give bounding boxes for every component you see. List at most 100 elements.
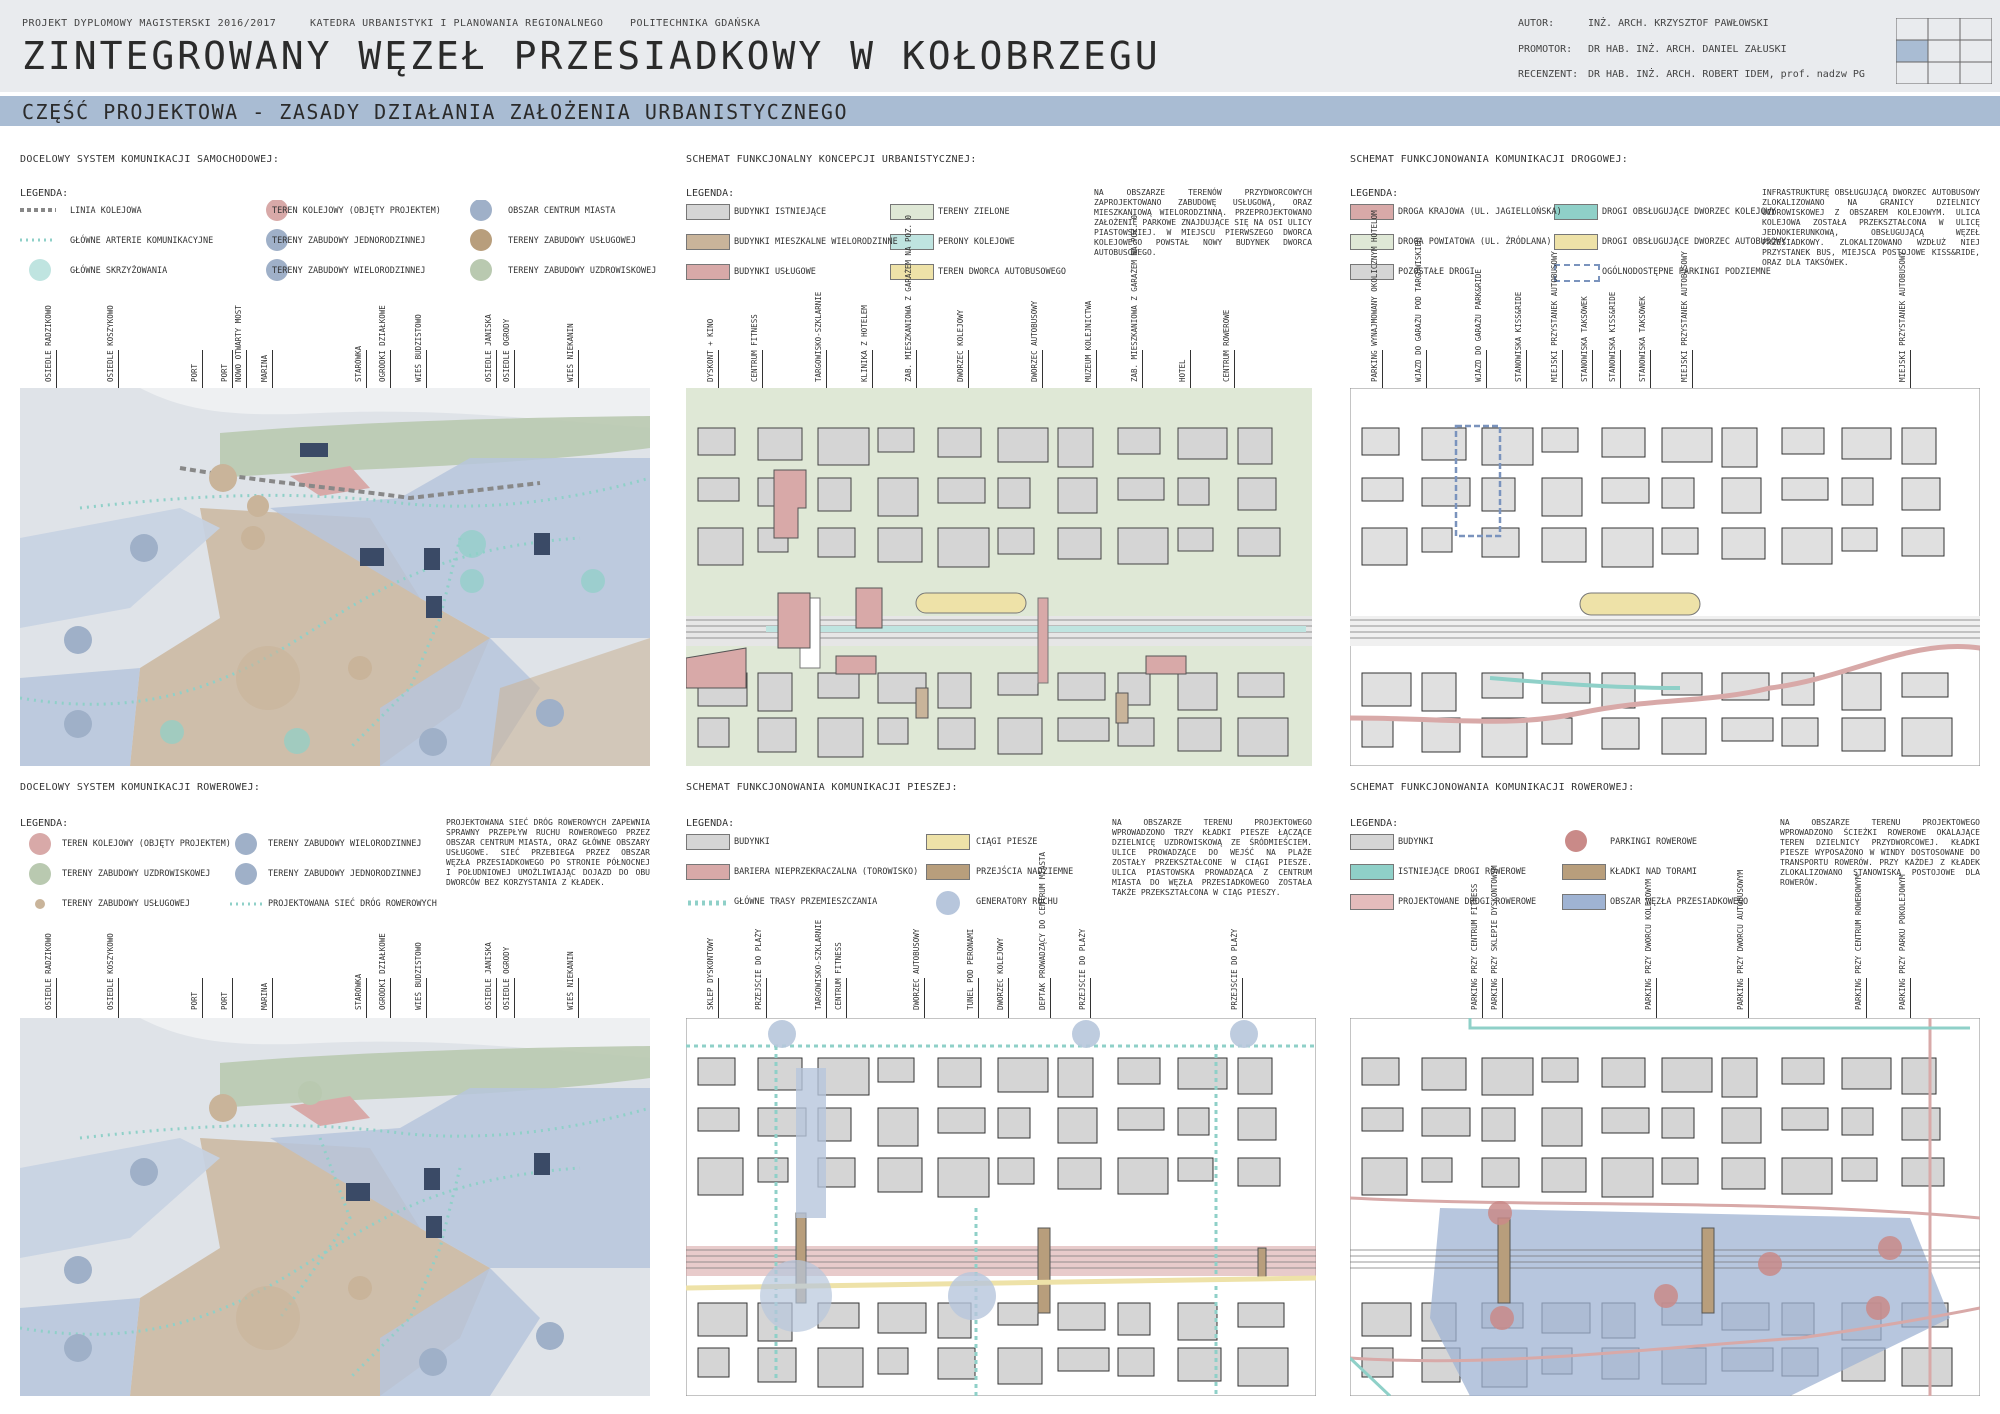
building-block [697,527,744,566]
p2-map [686,388,1312,766]
p6-legend-item: KŁADKI NAD TORAMI [1610,867,1697,877]
p1-callout-label: OSIEDLE OGRODY [502,318,511,382]
building-block [1601,672,1636,709]
p5-swatch-generators [936,891,960,915]
p2-title: SCHEMAT FUNKCJONALNY KONCEPCJI URBANISTY… [686,154,977,165]
building-block [1117,1157,1169,1195]
building-block [877,1157,923,1193]
building-block [1841,527,1878,552]
p4-legend-item: TEREN KOLEJOWY (OBJĘTY PROJEKTEM) [62,839,231,849]
p1-legend-item: TERENY ZABUDOWY UZDROWISKOWEJ [508,266,657,276]
p5-legend-item: GENERATORY RUCHU [976,897,1058,907]
p4-legend-symbols [29,833,264,909]
building-block [997,672,1039,696]
building-block [1661,672,1703,696]
promotor-label: PROMOTOR: [1518,44,1573,55]
building-block [1057,717,1110,742]
building-block [1237,1057,1273,1095]
p2-callout-label: CENTRUM ROWEROWE [1222,309,1231,382]
p4-callout-label: WIEŚ NIEKANIN [566,951,575,1010]
p2-callout-label: DWORZEC KOLEJOWY [956,309,965,382]
building-block [1361,527,1408,566]
building-block [1901,717,1953,757]
building-block [877,1347,909,1375]
p1-legend-item: OBSZAR CENTRUM MIASTA [508,206,616,216]
building-block [937,1157,990,1198]
p2-swatch-platforms [890,234,934,250]
building-block [1721,427,1758,468]
p5-callout-label: PRZEJŚCIE DO PLAŻY [1078,928,1087,1010]
page-title: ZINTEGROWANY WĘZEŁ PRZESIADKOWY W KOŁOBR… [22,34,1161,78]
building-block [1177,672,1218,711]
building-block [1601,717,1640,750]
building-block [1361,1057,1400,1086]
p3-note: INFRASTRUKTURĘ OBSŁUGUJĄCĄ DWORZEC AUTOB… [1762,188,1980,267]
p3-callout-label: MIEJSKI PRZYSTANEK AUTOBUSOWY [1898,251,1907,382]
p6-callout-label: PARKING PRZY CENTRUM ROWEROWYM [1854,874,1863,1010]
p3-callout-label: STANOWISKA TAKSÓWEK [1580,296,1589,382]
building-block [1901,527,1945,557]
building-block [1541,717,1573,745]
p1-legend-item: GŁÓWNE ARTERIE KOMUNIKACYJNE [70,236,214,246]
p4-note: PROJEKTOWANA SIEĆ DRÓG ROWEROWYCH ZAPEWN… [446,818,650,887]
p4-callout-label: STARÓWKA [354,973,363,1010]
building-block [1601,1157,1654,1198]
p6-legend-title: LEGENDA: [1350,818,1399,829]
building-block [877,1057,915,1083]
building-block [1421,427,1467,461]
p1-legend-item: GŁÓWNE SKRZYŻOWANIA [70,266,168,276]
p6-callout-label: PARKING PRZY DWORCU AUTOBUSOWYM [1736,870,1745,1010]
building-block [937,527,990,568]
p6-map [1350,1018,1980,1396]
building-block [1237,1157,1281,1187]
p2-legend-item: TERENY ZIELONE [938,207,1010,217]
building-block [997,1107,1031,1139]
p2-swatch-existing [686,204,730,220]
p2-swatch-green [890,204,934,220]
p3-swatch-bus-roads [1554,234,1598,250]
p3-legend-item: DROGI OBSŁUGUJĄCE DWORZEC KOLEJOWY [1602,207,1776,217]
p4-legend-title: LEGENDA: [20,818,69,829]
p6-swatch-node-area [1562,894,1606,910]
building-block [1601,1057,1646,1088]
building-block [937,477,986,504]
building-block [1361,672,1412,707]
building-block [1421,1107,1471,1137]
building-block [877,717,909,745]
p1-callout-label: OSIEDLE RADZIKOWO [44,305,53,382]
building-block [757,427,803,461]
building-block [1057,1107,1098,1144]
p3-legend-item: DROGI OBSŁUGUJĄCE DWORZEC AUTOBUSOWY [1602,237,1787,247]
building-block [1421,477,1471,507]
p3-legend-item: OGÓLNODOSTĘPNE PARKINGI PODZIEMNE [1602,267,1771,277]
department-label: KATEDRA URBANISTYKI I PLANOWANIA REGIONA… [310,18,604,29]
p5-legend-item: PRZEJŚCIA NADZIEMNE [976,867,1074,877]
p5-note: NA OBSZARZE TERENU PROJEKTOWEGO WPROWADZ… [1112,818,1312,897]
building-block [1237,427,1273,465]
p3-callout-label: STANOWISKA TAKSÓWEK [1638,296,1647,382]
p3-callout-label: STANOWISKA KISS&RIDE [1514,291,1523,382]
p4-callout-label: OSIEDLE JANISKA [484,942,493,1010]
p4-callout-label: PORT [190,991,199,1010]
p2-legend-item: BUDYNKI ISTNIEJĄCE [734,207,827,217]
p3-title: SCHEMAT FUNKCJONOWANIA KOMUNIKACJI DROGO… [1350,154,1629,165]
p6-legend-item: OBSZAR WĘZŁA PRZESIADKOWEGO [1610,897,1749,907]
recenzent-label: RECENZENT: [1518,69,1579,80]
p4-callout-label: PORT [220,991,229,1010]
building-block [757,1157,789,1183]
building-block [1781,1107,1829,1131]
building-block [1361,1107,1404,1132]
p3-legend-item: DROGA POWIATOWA (UL. ŹRÓDLANA) [1398,237,1552,247]
building-block [877,527,923,563]
building-block [817,427,870,466]
building-block [997,717,1043,755]
building-block [1237,672,1285,698]
building-block [1421,717,1461,753]
p5-title: SCHEMAT FUNKCJONOWANIA KOMUNIKACJI PIESZ… [686,782,958,793]
building-block [1361,1302,1412,1337]
building-block [1601,1107,1650,1134]
p6-title: SCHEMAT FUNKCJONOWANIA KOMUNIKACJI ROWER… [1350,782,1635,793]
building-block [1841,477,1874,506]
building-block [1177,477,1210,506]
building-block [937,1057,982,1088]
